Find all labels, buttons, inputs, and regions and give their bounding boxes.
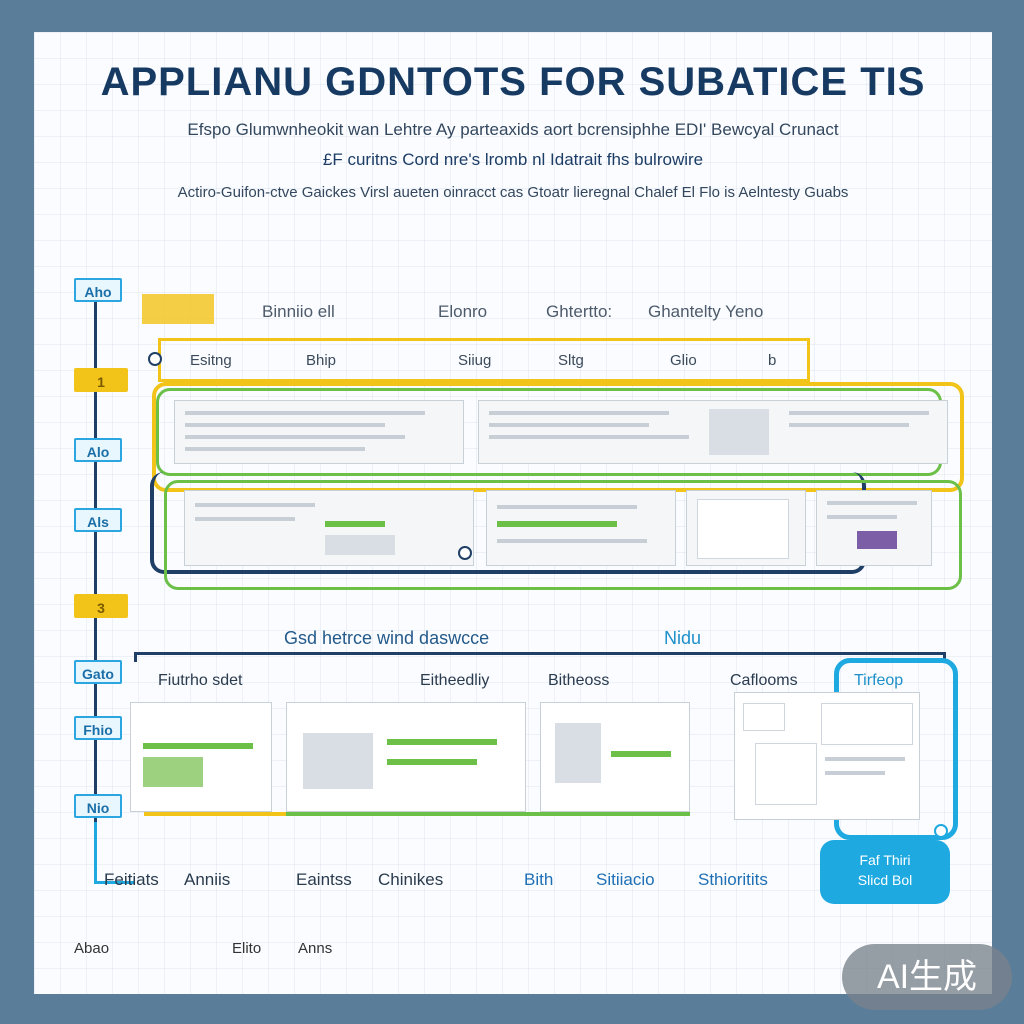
connector-dot-2 bbox=[458, 546, 472, 560]
left-tag-5: 3 bbox=[74, 594, 128, 618]
middle-panel-1 bbox=[184, 490, 474, 566]
subtitle-line-3: Actiro-Guifon-ctve Gaickes Virsl aueten … bbox=[177, 184, 849, 201]
upper-panel-2 bbox=[478, 400, 948, 464]
connector-dot-3 bbox=[934, 824, 948, 838]
lower-underline-green bbox=[286, 812, 690, 816]
section-label: Gsd hetrce wind daswcce bbox=[284, 628, 490, 648]
header-icon bbox=[142, 294, 214, 324]
column-label-3: Siiug bbox=[458, 352, 492, 369]
middle-frame-green bbox=[164, 480, 962, 590]
left-tag-3: Alo bbox=[74, 438, 122, 462]
left-tag-4: Als bbox=[74, 508, 122, 532]
header-item-1: Binniio ell bbox=[262, 302, 335, 321]
left-tag-1: Aho bbox=[74, 278, 122, 302]
footer-item-6: Sitiiacio bbox=[596, 870, 655, 889]
column-label-6: b bbox=[768, 352, 777, 369]
header-item-4: Ghantelty Yeno bbox=[648, 302, 764, 321]
section-label-right: Nidu bbox=[664, 628, 702, 648]
left-tag-7: Fhio bbox=[74, 716, 122, 740]
column-label-1: Esitng bbox=[190, 352, 232, 369]
footer-connector bbox=[94, 822, 134, 884]
subtitle-line-1: Efspo Glumwnheokit wan Lehtre Ay parteax… bbox=[187, 120, 839, 139]
page-title: APPLIANU GDNTOTS FOR SUBATICE TIS bbox=[100, 60, 926, 104]
footer-item-7: Sthioritits bbox=[698, 870, 768, 889]
middle-panel-2 bbox=[486, 490, 676, 566]
lower-panel-4 bbox=[734, 692, 920, 820]
bottom-item-3: Anns bbox=[298, 940, 333, 957]
lower-panel-1 bbox=[130, 702, 272, 812]
lower-frame-navy bbox=[134, 652, 946, 662]
row2-label-2: Eitheedliy bbox=[420, 672, 490, 689]
middle-panel-3 bbox=[686, 490, 806, 566]
row2-label-4: Caflooms bbox=[730, 672, 798, 689]
callout-line-1: Faf Thiri bbox=[859, 852, 911, 868]
row2-label-3: Bitheoss bbox=[548, 672, 610, 689]
left-tag-2: 1 bbox=[74, 368, 128, 392]
lower-panel-2 bbox=[286, 702, 526, 812]
callout-box: Faf Thiri Slicd Bol bbox=[820, 840, 950, 904]
footer-item-3: Eaintss bbox=[296, 870, 352, 889]
header-item-2: Elonro bbox=[438, 302, 488, 321]
ai-generated-badge: AI生成 bbox=[842, 944, 1012, 1010]
connector-dot-1 bbox=[148, 352, 162, 366]
footer-item-1: Feitiats bbox=[104, 870, 159, 889]
upper-panel-1 bbox=[174, 400, 464, 464]
footer-item-5: Bith bbox=[524, 870, 554, 889]
column-label-5: Glio bbox=[670, 352, 697, 369]
infographic-sheet: APPLIANU GDNTOTS FOR SUBATICE TIS Efspo … bbox=[34, 32, 992, 994]
footer-item-4: Chinikes bbox=[378, 870, 444, 889]
middle-panel-4 bbox=[816, 490, 932, 566]
header-item-3: Ghtertto: bbox=[546, 302, 613, 321]
footer-item-2: Anniis bbox=[184, 870, 231, 889]
bottom-item-1: Abao bbox=[74, 940, 110, 957]
lower-panel-3 bbox=[540, 702, 690, 812]
column-label-2: Bhip bbox=[306, 352, 337, 369]
subtitle-line-2: £F curitns Cord nre's lromb nl Idatrait … bbox=[322, 150, 704, 169]
left-connector-line bbox=[94, 302, 97, 872]
row2-label-5: Tirfeop bbox=[854, 672, 904, 689]
column-label-4: Sltg bbox=[558, 352, 584, 369]
callout-line-2: Slicd Bol bbox=[857, 872, 913, 888]
left-tag-6: Gato bbox=[74, 660, 122, 684]
bottom-item-2: Elito bbox=[232, 940, 262, 957]
row2-label-1: Fiutrho sdet bbox=[158, 672, 243, 689]
left-tag-8: Nio bbox=[74, 794, 122, 818]
